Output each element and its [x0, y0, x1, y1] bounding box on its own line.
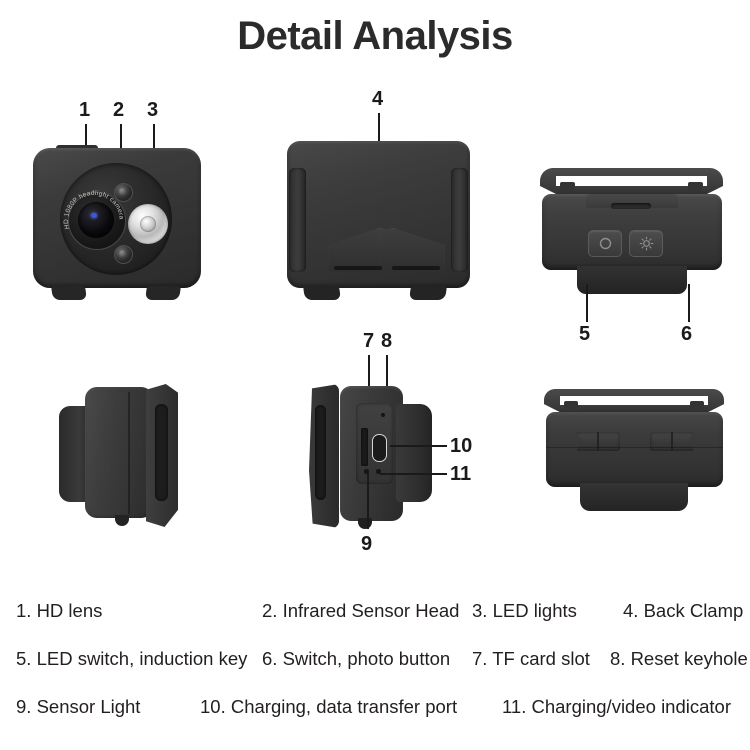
legend-row-3: 9. Sensor Light 10. Charging, data trans… — [0, 688, 750, 738]
back-clamp-foot-right — [409, 286, 447, 300]
legend-item-3: 3. LED lights — [472, 600, 577, 621]
legend-item-4: 4. Back Clamp — [623, 600, 744, 621]
top-lens-collar — [577, 266, 687, 294]
callout-3: 3 — [147, 99, 159, 121]
legend-item-11: 11. Charging/video indicator — [502, 696, 731, 717]
legend-item-9: 9. Sensor Light — [16, 696, 141, 717]
leader-line-5 — [586, 284, 588, 322]
sensor-light-indicator — [364, 469, 369, 474]
callout-5: 5 — [579, 323, 591, 345]
hd-lens — [78, 202, 114, 238]
tf-card-slot[interactable] — [361, 428, 368, 466]
reset-keyhole[interactable] — [381, 413, 385, 417]
legend-row-2: 5. LED switch, induction key 6. Switch, … — [0, 638, 750, 688]
legend-row-1: 1. HD lens 2. Infrared Sensor Head 3. LE… — [0, 588, 750, 638]
callout-4: 4 — [372, 88, 384, 110]
back-clamp-slot-left — [334, 266, 382, 270]
infrared-sensor-bottom-icon — [114, 245, 133, 264]
legend-item-1: 1. HD lens — [16, 600, 103, 621]
back-clamp-slot-right — [392, 266, 440, 270]
left-body-seam — [128, 392, 130, 514]
callout-8: 8 — [381, 330, 393, 352]
page-title: Detail Analysis — [237, 14, 513, 58]
switch-photo-button[interactable] — [629, 230, 663, 257]
circle-icon — [589, 231, 621, 256]
legend-item-2: 2. Infrared Sensor Head — [262, 600, 460, 621]
callout-7: 7 — [363, 330, 375, 352]
bottom-latch-line-left — [597, 432, 599, 451]
bottom-lens-collar — [580, 483, 688, 511]
legend-item-10: 10. Charging, data transfer port — [200, 696, 458, 717]
callout-6: 6 — [681, 323, 693, 345]
back-clamp-rail-right — [451, 168, 468, 272]
right-lens-barrel — [396, 404, 432, 502]
legend: 1. HD lens 2. Infrared Sensor Head 3. LE… — [0, 588, 750, 738]
charging-video-indicator — [376, 469, 381, 474]
led-light — [128, 204, 168, 244]
top-vent-slot — [611, 203, 651, 209]
callout-11: 11 — [450, 463, 472, 485]
right-bottom-nub — [358, 518, 372, 529]
legend-item-5: 5. LED switch, induction key — [16, 648, 248, 669]
leader-line-9 — [367, 473, 369, 529]
callout-1: 1 — [79, 99, 91, 121]
callout-9: 9 — [361, 533, 373, 555]
leader-line-10 — [390, 445, 447, 447]
callout-10: 10 — [450, 435, 473, 457]
top-clamp-bar — [556, 186, 707, 197]
leader-line-8 — [386, 355, 388, 413]
legend-item-8: 8. Reset keyhole — [610, 648, 748, 669]
bottom-clamp-tab-right — [690, 401, 704, 411]
legend-item-7: 7. TF card slot — [472, 648, 590, 669]
left-body — [85, 387, 153, 518]
legend-item-6: 6. Switch, photo button — [262, 648, 451, 669]
front-foot-left — [51, 286, 87, 300]
leader-line-11 — [380, 473, 447, 475]
callout-2: 2 — [113, 99, 125, 121]
top-strip — [586, 194, 678, 208]
left-clip-slot — [155, 404, 168, 501]
right-clip-slot — [315, 405, 326, 500]
back-clamp-foot-left — [303, 286, 341, 300]
bottom-clamp-bar — [560, 405, 708, 415]
bottom-latch-line-right — [671, 432, 673, 451]
bottom-body-seam — [546, 447, 723, 449]
bottom-body — [546, 412, 723, 487]
left-bottom-nub — [115, 515, 129, 526]
top-clamp-tab-left — [560, 182, 575, 193]
led-switch-induction-key-button[interactable] — [588, 230, 622, 257]
infrared-sensor-top-icon — [114, 183, 133, 202]
top-clamp-tab-right — [688, 182, 703, 193]
front-foot-right — [145, 286, 181, 300]
bottom-clamp-tab-left — [564, 401, 578, 411]
leader-line-6 — [688, 284, 690, 322]
back-clamp-rail-left — [289, 168, 306, 272]
brightness-icon — [630, 231, 662, 256]
charging-data-port[interactable] — [372, 434, 387, 462]
